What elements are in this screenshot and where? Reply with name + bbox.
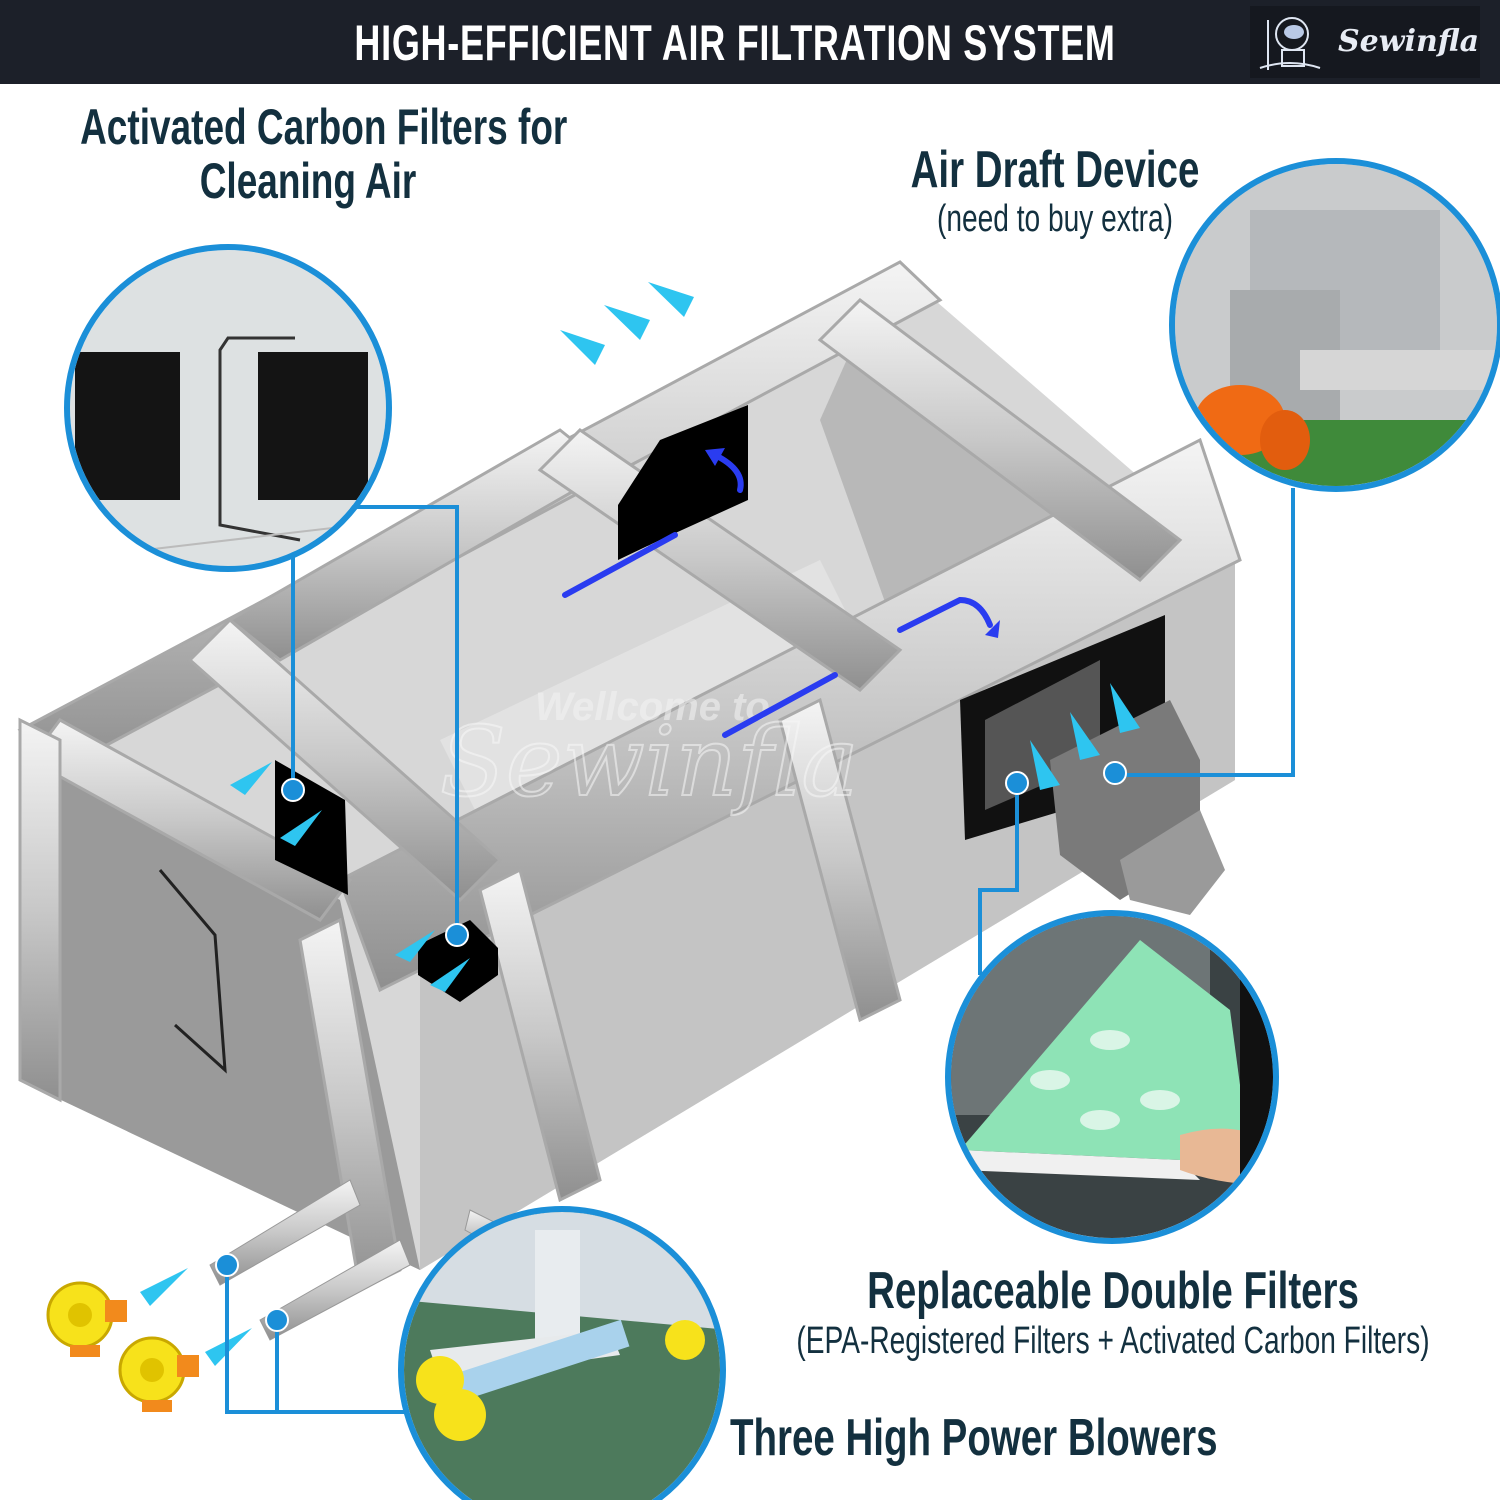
callout-dot bbox=[445, 923, 469, 947]
air-draft-note: (need to buy extra) bbox=[936, 198, 1174, 240]
callout-dot bbox=[1005, 771, 1029, 795]
detail-carbon-filters bbox=[64, 244, 392, 572]
inflow-arrows bbox=[140, 282, 1140, 1366]
header-banner: HIGH-EFFICIENT AIR FILTRATION SYSTEM Sew… bbox=[0, 0, 1500, 84]
callout-dot bbox=[215, 1253, 239, 1277]
carbon-filters-title-line1: Activated Carbon Filters for bbox=[80, 99, 568, 155]
air-draft-title-text: Air Draft Device bbox=[910, 141, 1200, 199]
detail-blowers bbox=[398, 1206, 726, 1500]
callout-dot bbox=[281, 778, 305, 802]
detail-double-filters bbox=[945, 910, 1279, 1244]
header-title: HIGH-EFFICIENT AIR FILTRATION SYSTEM bbox=[354, 15, 1116, 71]
blower-icon bbox=[118, 1336, 199, 1412]
svg-text:Wellcome to: Wellcome to bbox=[535, 685, 770, 729]
svg-text:Sewinfla: Sewinfla bbox=[440, 706, 859, 818]
watermark: Wellcome to Sewinfla bbox=[439, 685, 860, 819]
callout-dot bbox=[265, 1308, 289, 1332]
callout-dot bbox=[1103, 761, 1127, 785]
double-filters-note: (EPA-Registered Filters + Activated Carb… bbox=[796, 1320, 1430, 1362]
detail-air-draft-device bbox=[1169, 158, 1500, 492]
astronaut-logo-icon bbox=[1259, 17, 1321, 70]
carbon-filter-panel bbox=[618, 405, 748, 560]
carbon-filters-title-line2: Cleaning Air bbox=[199, 153, 417, 209]
brand-logo: Sewinfla bbox=[1250, 6, 1480, 78]
callout-lines bbox=[225, 488, 1295, 1414]
logo-text: Sewinfla bbox=[1338, 24, 1480, 59]
blower-icon bbox=[46, 1281, 127, 1357]
air-draft-title: Air Draft Device (need to buy extra) bbox=[833, 142, 1277, 240]
double-filters-title-text: Replaceable Double Filters bbox=[867, 1262, 1359, 1320]
blowers-title: Three High Power Blowers bbox=[730, 1409, 1218, 1467]
double-filters-title: Replaceable Double Filters (EPA-Register… bbox=[780, 1263, 1446, 1363]
carbon-filters-title: Activated Carbon Filters for Cleaning Ai… bbox=[80, 99, 568, 209]
inflatable-tent bbox=[17, 260, 1242, 1341]
